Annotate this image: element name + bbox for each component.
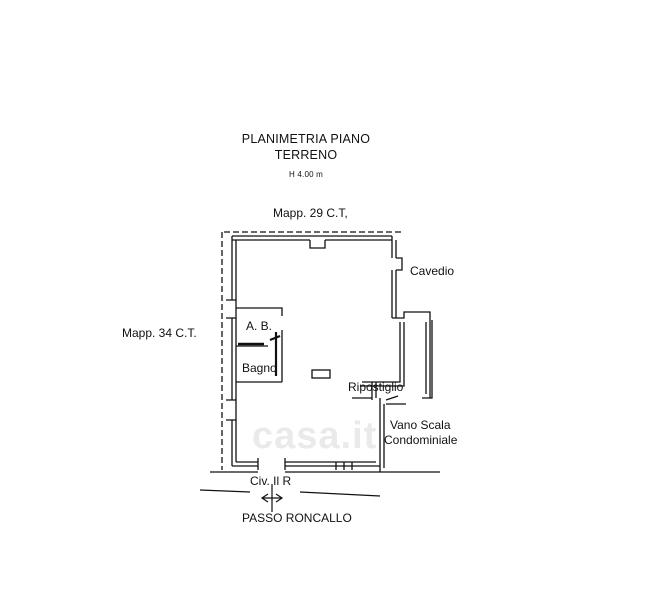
wall-right-upper <box>391 236 397 318</box>
label-cavedio: Cavedio <box>410 264 455 278</box>
bath-wall-top <box>236 307 283 316</box>
notch-right <box>396 257 403 271</box>
plan-title-line2: TERRENO <box>274 148 338 162</box>
label-civico: Civ. Il R <box>250 474 292 488</box>
notch-left-2 <box>226 399 237 421</box>
label-bagno: Bagno <box>242 361 277 375</box>
plan-title-line1: PLANIMETRIA PIANO <box>241 132 371 146</box>
label-street: PASSO RONCALLO <box>242 511 352 525</box>
label-west-parcel: Mapp. 34 C.T. <box>122 326 197 340</box>
notch-top <box>309 240 326 249</box>
wall-ripostiglio <box>371 382 377 400</box>
entrance-arrow <box>260 484 284 512</box>
label-ripostiglio: Ripostiglio <box>348 380 404 394</box>
label-vano-scala: Vano Scala <box>390 418 451 432</box>
step-marks <box>335 462 353 470</box>
height-note: H 4.00 m <box>288 170 324 179</box>
watermark: casa.it <box>252 415 378 457</box>
stair-door <box>385 395 406 405</box>
wall-bottom <box>232 461 380 467</box>
wall-cavedio-inner <box>360 322 405 387</box>
wall-stair <box>379 398 385 472</box>
wall-stair-right <box>425 320 433 399</box>
label-north-parcel: Mapp. 29 C.T, <box>273 206 348 220</box>
wall-right-cavedio <box>392 311 431 399</box>
floor-fixture <box>311 369 331 379</box>
ground-line-2 <box>199 489 381 497</box>
label-ab: A. B. <box>246 319 273 333</box>
label-condominiale: Condominiale <box>384 433 458 447</box>
notch-left-1 <box>226 299 237 319</box>
